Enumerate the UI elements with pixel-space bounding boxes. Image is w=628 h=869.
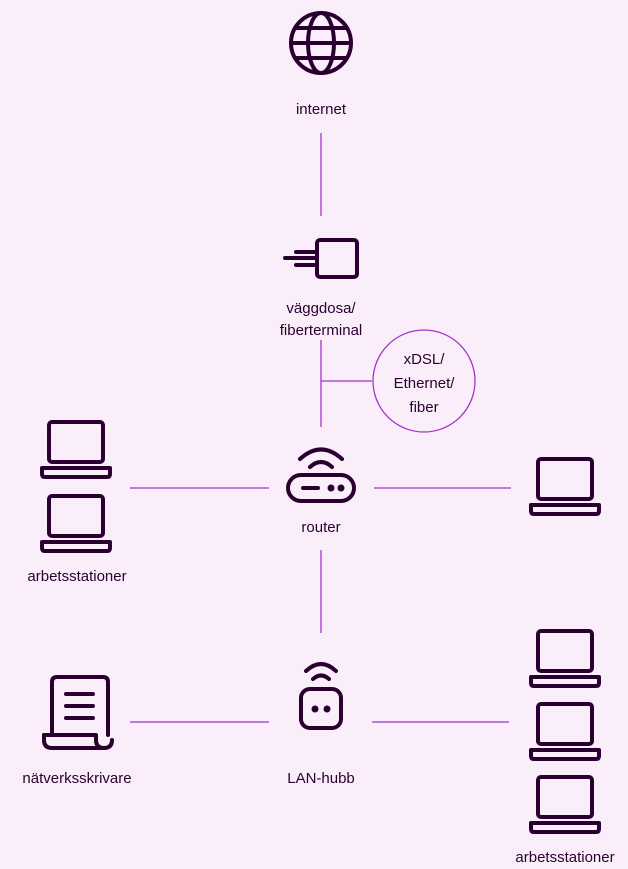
wall-socket-label-line1: väggdosa/: [286, 300, 356, 317]
laptop-icon: [529, 702, 601, 761]
laptop-icon: [529, 775, 601, 834]
badge-label-line3: fiber: [409, 399, 439, 416]
internet-label: internet: [295, 101, 347, 118]
printer-icon: [42, 675, 114, 750]
laptop-icon: [529, 629, 601, 688]
connection-type-badge: [372, 329, 476, 433]
fiber-terminal-icon: [283, 238, 359, 279]
badge-label-line2: Ethernet/: [393, 375, 455, 392]
router-icon: [286, 447, 356, 503]
laptop-icon: [40, 494, 112, 553]
network-printer-label: nätverksskrivare: [22, 770, 132, 787]
globe-icon: [289, 11, 353, 75]
laptop-icon: [529, 457, 601, 516]
wall-socket-label-line2: fiberterminal: [279, 322, 363, 339]
router-label: router: [301, 519, 341, 536]
badge-label-line1: xDSL/: [403, 351, 445, 368]
lan-hub-label: LAN-hubb: [287, 770, 355, 787]
hub-icon: [299, 662, 343, 730]
laptop-icon: [40, 420, 112, 479]
workstations-left-label: arbetsstationer: [27, 568, 127, 585]
workstations-right-label: arbetsstationer: [515, 849, 615, 866]
